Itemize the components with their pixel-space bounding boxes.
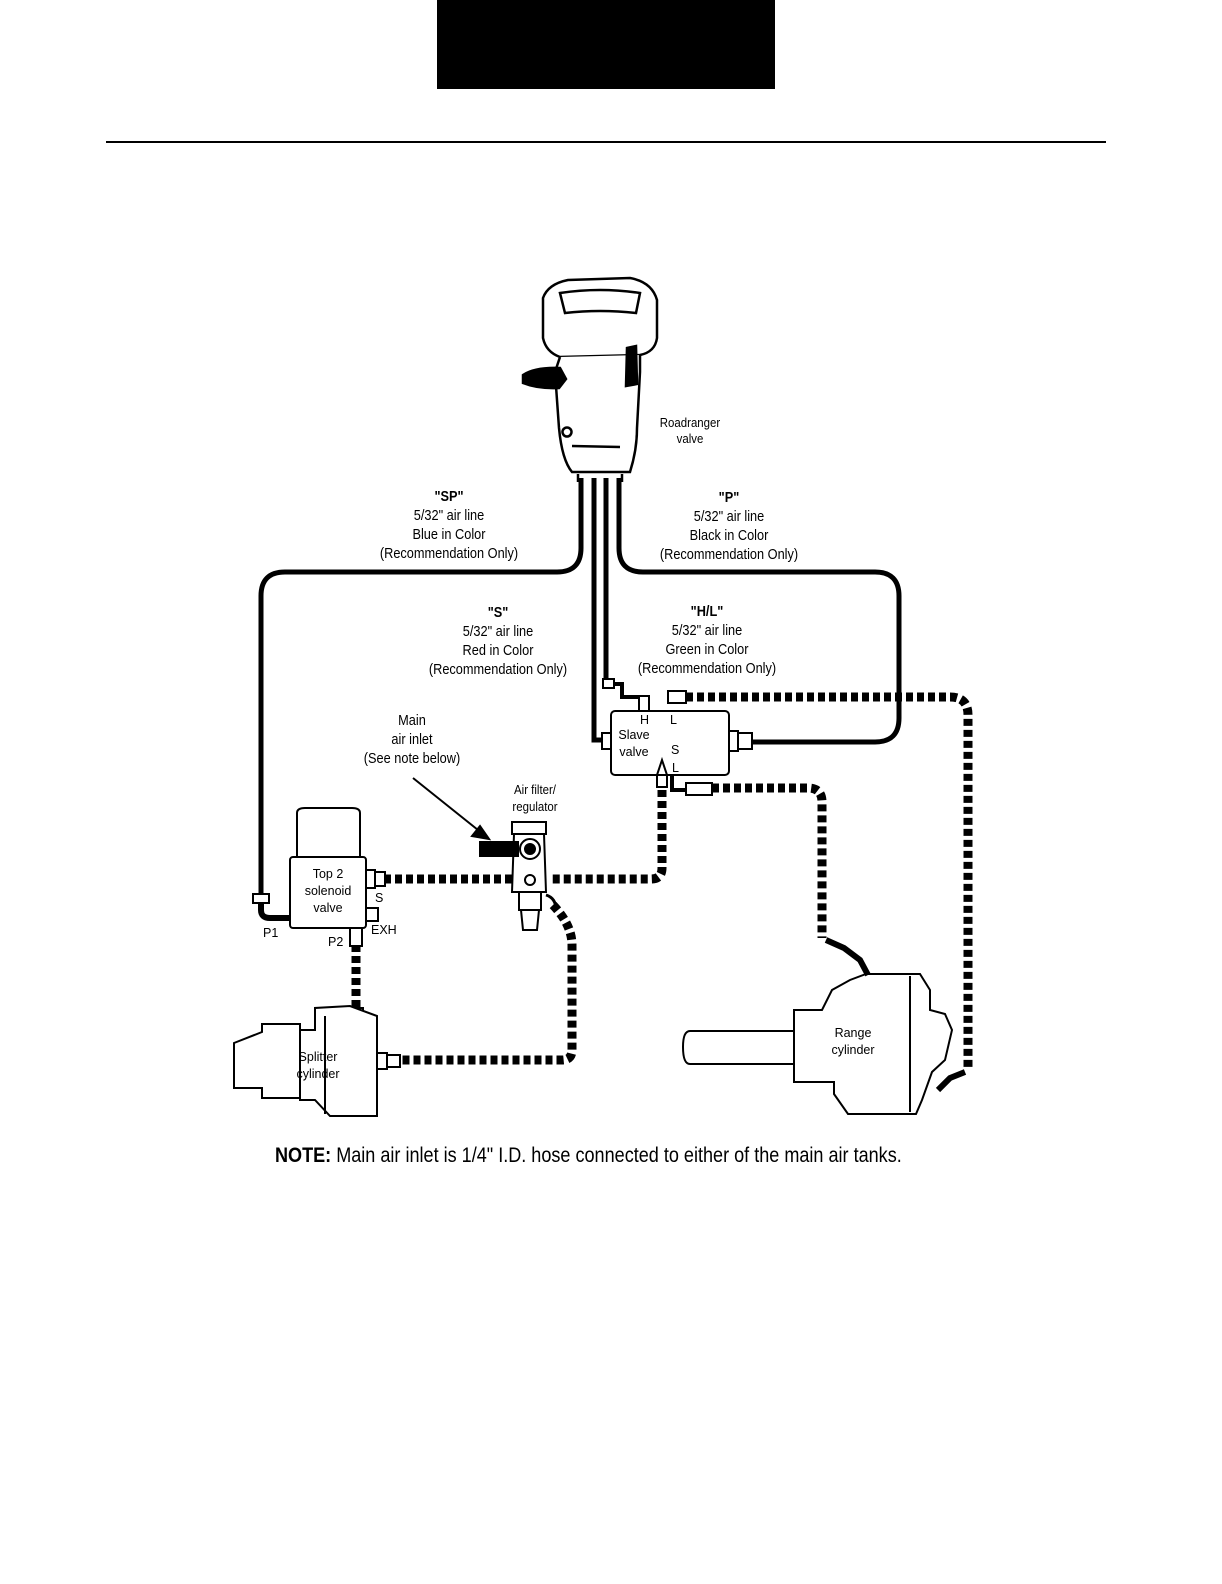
top2-solenoid-valve-drawing (252, 807, 386, 1021)
splitter-cylinder-drawing (233, 1004, 401, 1117)
p-line-label: "P" 5/32" air line Black in Color (Recom… (659, 490, 799, 563)
slave-port-s: S (671, 743, 680, 757)
slave-valve-label: Slave valve (618, 728, 650, 759)
roadranger-valve-drawing (521, 276, 659, 482)
range-cylinder-drawing (681, 937, 967, 1115)
slave-port-l-bottom: L (672, 761, 679, 775)
splitter-cylinder-label: Splitter cylinder (296, 1050, 340, 1081)
slave-port-h: H (640, 713, 650, 727)
main-inlet-label: Main air inlet (See note below) (363, 713, 461, 767)
top2-port-exh: EXH (371, 923, 397, 937)
dashed-line-slave-to-range (712, 783, 827, 938)
header-rule (106, 141, 1106, 143)
dashed-line-hl-to-range (686, 692, 973, 1068)
air-filter-label: Air filter/ regulator (512, 782, 558, 814)
top2-solenoid-label: Top 2 solenoid valve (304, 867, 352, 915)
header-black-block (437, 0, 775, 89)
footnote-text: Main air inlet is 1/4" I.D. hose connect… (331, 1144, 902, 1167)
top2-port-p2: P2 (328, 935, 344, 949)
main-inlet-arrow (412, 777, 492, 841)
hl-line-label: "H/L" 5/32" air line Green in Color (Rec… (637, 604, 777, 677)
air-filter-regulator-drawing (479, 821, 558, 931)
dashed-line-slave-to-solenoid (552, 790, 667, 884)
footnote: NOTE: Main air inlet is 1/4" I.D. hose c… (275, 1144, 902, 1168)
sp-line-label: "SP" 5/32" air line Blue in Color (Recom… (379, 489, 519, 562)
s-line-label: "S" 5/32" air line Red in Color (Recomme… (428, 605, 568, 678)
slave-port-l-top: L (670, 713, 677, 727)
dashed-line-filter-to-splitter (400, 901, 577, 1065)
top2-port-p1: P1 (263, 926, 279, 940)
sp-air-line (258, 478, 584, 893)
footnote-prefix: NOTE: (275, 1144, 332, 1167)
range-cylinder-label: Range cylinder (831, 1026, 875, 1057)
top2-port-s: S (375, 891, 384, 905)
s-air-line (591, 478, 603, 743)
p-air-line (616, 478, 902, 745)
slave-valve-drawing (601, 678, 753, 796)
